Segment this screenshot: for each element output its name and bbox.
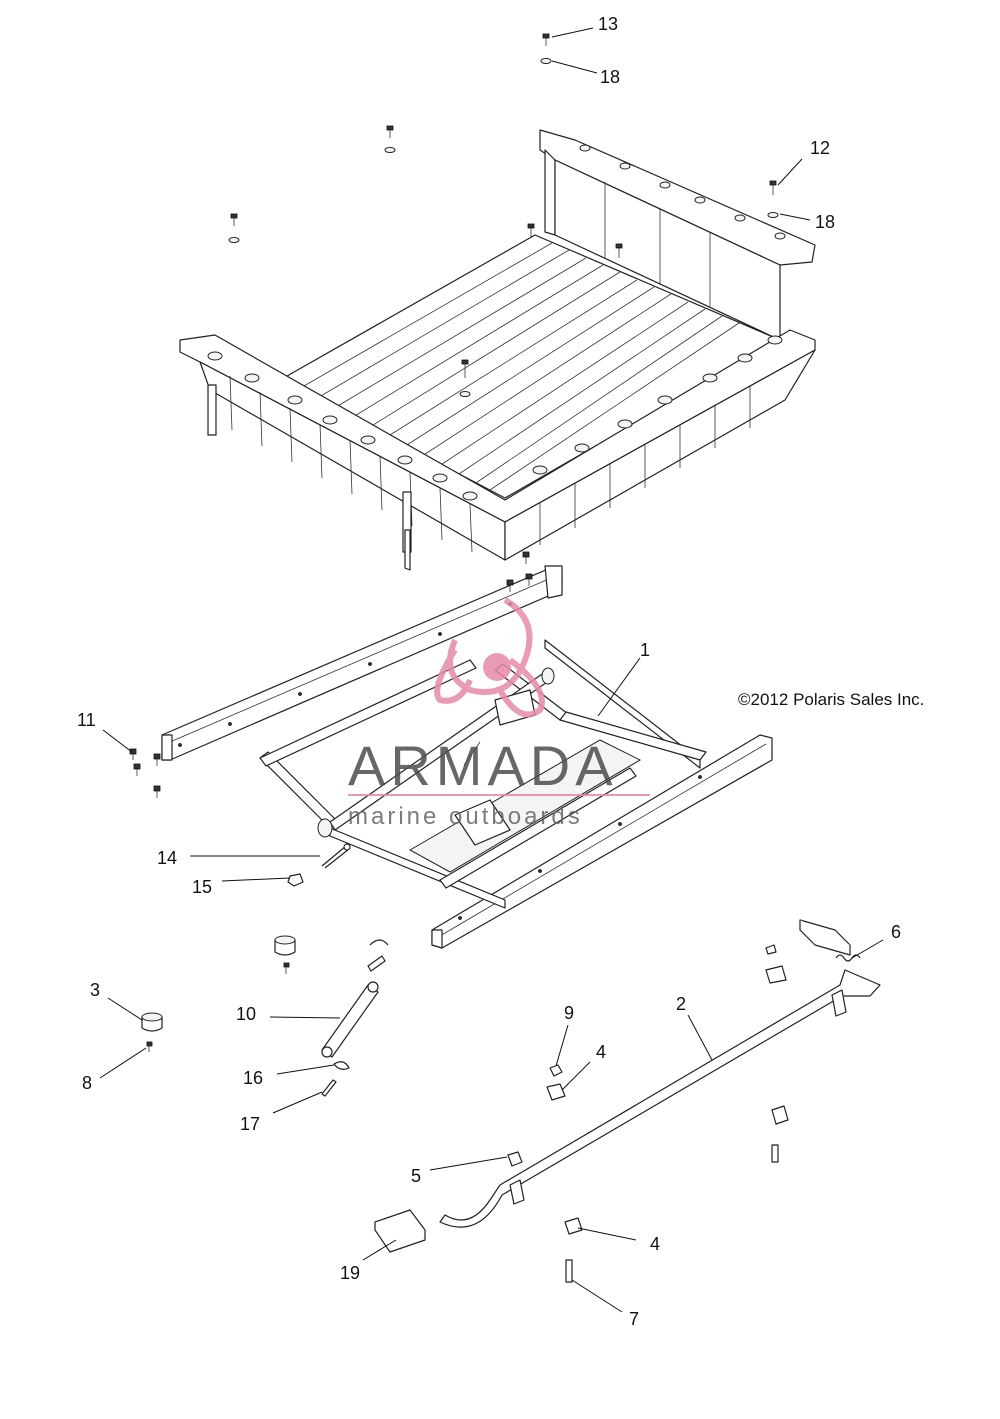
handle-grip: [374, 1209, 426, 1253]
watermark: ARMADA marine outboards: [348, 597, 650, 830]
pin-clip: [367, 939, 389, 972]
callout-10: 10: [236, 1004, 256, 1024]
watermark-title: ARMADA: [348, 734, 618, 797]
latch-rod: [439, 969, 881, 1228]
callout-4: 4: [596, 1042, 606, 1062]
callout-7: 7: [629, 1309, 639, 1329]
screw-icon: [228, 33, 779, 397]
bolt: [565, 1259, 573, 1283]
callout-1: 1: [640, 640, 650, 660]
latch-bracket: [765, 944, 787, 984]
fastener: [507, 1151, 523, 1167]
callout-16: 16: [243, 1068, 263, 1088]
bed-frame: [161, 565, 773, 949]
screw: [146, 1041, 153, 1052]
callout-12: 12: [810, 138, 830, 158]
callout-13: 13: [598, 14, 618, 34]
callout-9: 9: [564, 1003, 574, 1023]
handle-grip: [799, 919, 851, 956]
pin: [321, 1079, 337, 1097]
hair-clip: [333, 1061, 350, 1070]
leader-lines: [99, 27, 884, 1313]
callout-numbers: 13 18 12 18 1 11 14 15 6 3 10 8 2 9 4 16…: [77, 14, 901, 1329]
gas-strut: [321, 981, 379, 1058]
nut: [287, 873, 304, 887]
callout-14: 14: [157, 848, 177, 868]
bumper: [141, 1012, 163, 1032]
bushing: [546, 1083, 789, 1235]
callout-6: 6: [891, 922, 901, 942]
callout-11: 11: [77, 710, 96, 730]
callout-19: 19: [340, 1263, 360, 1283]
clevis-pin: [321, 843, 351, 869]
callout-3: 3: [90, 980, 100, 1000]
watermark-subtitle: marine outboards: [348, 803, 583, 830]
callout-4: 4: [650, 1234, 660, 1254]
cargo-box: [179, 129, 816, 571]
armada-logo-icon: [434, 597, 545, 718]
callout-2: 2: [676, 994, 686, 1014]
bolt: [771, 1144, 779, 1163]
callout-18: 18: [600, 67, 620, 87]
copyright-notice: ©2012 Polaris Sales Inc.: [738, 690, 925, 709]
nut: [549, 1064, 563, 1077]
callout-5: 5: [411, 1166, 421, 1186]
bolt-icon: [129, 551, 533, 798]
callout-17: 17: [240, 1114, 260, 1134]
spacer: [274, 935, 296, 974]
callout-8: 8: [82, 1073, 92, 1093]
callout-18: 18: [815, 212, 835, 232]
callout-15: 15: [192, 877, 212, 897]
